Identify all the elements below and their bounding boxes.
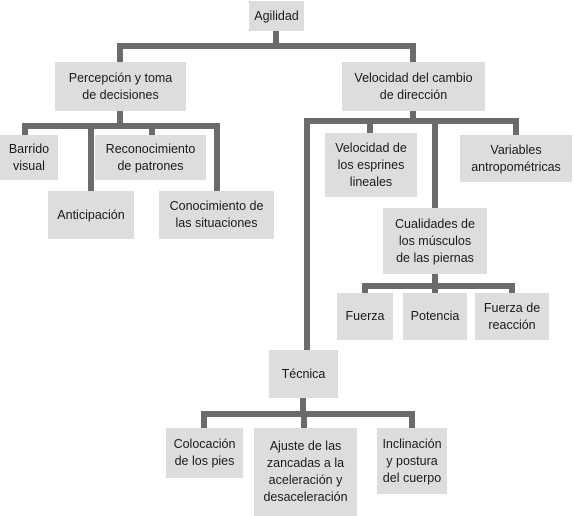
node-potencia: Potencia — [403, 293, 467, 340]
node-variables: Variables antropométricas — [460, 135, 572, 182]
node-tecnica: Técnica — [269, 350, 338, 398]
node-inclinacion: Inclinación y postura del cuerpo — [377, 428, 447, 494]
node-fuerza: Fuerza — [337, 293, 393, 340]
connector-percepcion — [22, 108, 220, 194]
node-anticipacion: Anticipación — [48, 191, 134, 239]
node-velocidad-cambio: Velocidad del cambio de dirección — [342, 62, 485, 111]
node-conocimiento: Conocimiento de las situaciones — [159, 191, 274, 239]
node-reconocimiento: Reconocimiento de patrones — [95, 135, 206, 180]
connector-tecnica — [201, 395, 415, 431]
node-agilidad: Agilidad — [249, 1, 304, 31]
node-velocidad-esprines: Velocidad de los esprines lineales — [325, 133, 417, 197]
node-percepcion: Percepción y toma de decisiones — [55, 62, 186, 111]
connector-velocidad-cambio — [304, 108, 519, 353]
node-fuerza-reaccion: Fuerza de reacción — [475, 293, 549, 340]
connector-agilidad — [117, 28, 416, 65]
node-ajuste: Ajuste de las zancadas a la aceleración … — [254, 428, 357, 516]
node-colocacion: Colocación de los pies — [166, 428, 243, 478]
node-cualidades: Cualidades de los músculos de las pierna… — [383, 208, 487, 274]
node-barrido-visual: Barrido visual — [0, 135, 58, 180]
connector-cualidades — [362, 271, 515, 296]
